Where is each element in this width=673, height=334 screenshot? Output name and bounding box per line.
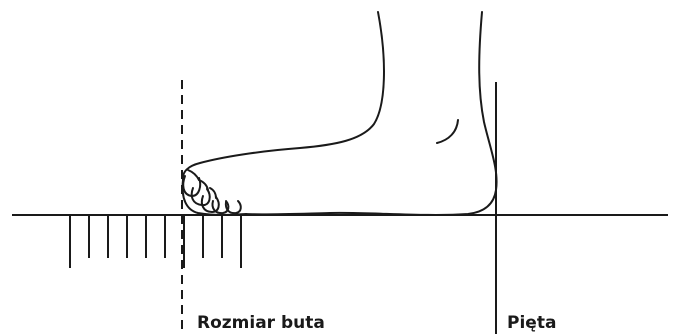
heel-label: Pięta — [507, 315, 556, 332]
ruler-ticks — [70, 215, 241, 268]
shoe-size-label: Rozmiar buta — [197, 315, 325, 332]
foot-icon — [183, 12, 497, 215]
